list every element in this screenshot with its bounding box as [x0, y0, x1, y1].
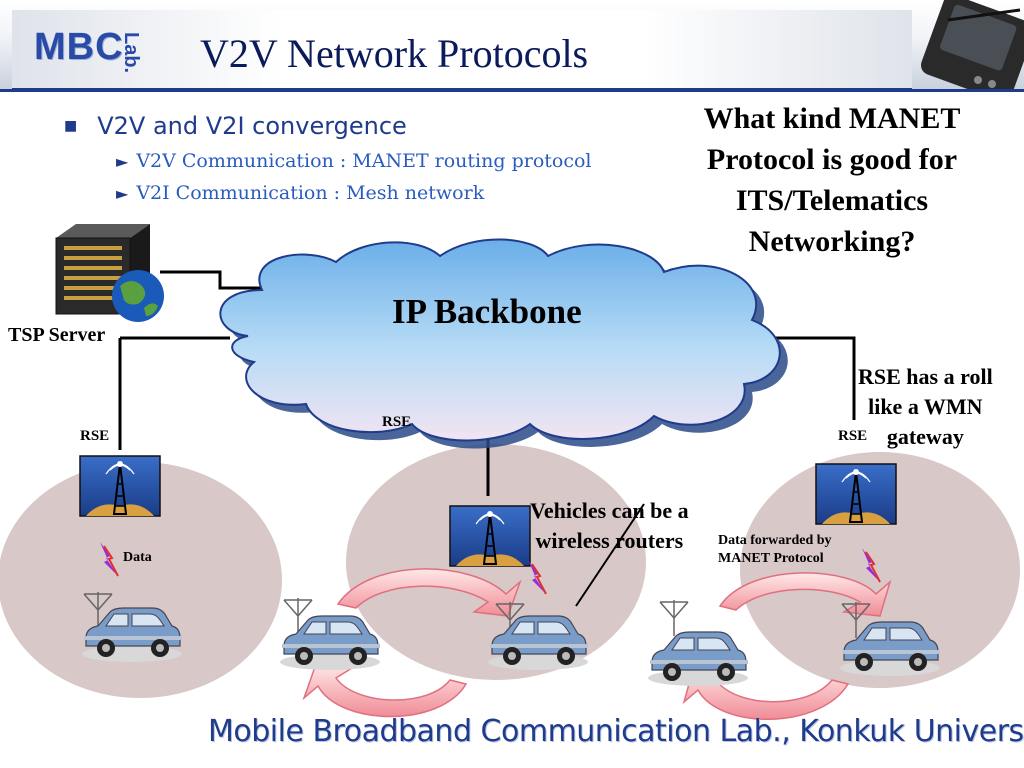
bullet-level2: ► V2I Communication : Mesh network	[116, 182, 484, 204]
ip-backbone-label: IP Backbone	[392, 292, 582, 331]
rse-label: RSE	[382, 414, 412, 430]
ip-backbone-cloud	[219, 238, 788, 449]
server-icon	[55, 224, 164, 322]
bullet-level1-text: V2V and V2I convergence	[97, 112, 407, 140]
footer-letter: B	[312, 714, 333, 749]
footer-word: roadband	[332, 714, 481, 749]
cell-left	[0, 462, 282, 698]
forwarded-note: Data forwarded by MANET Protocol	[718, 532, 832, 568]
cell-right	[740, 452, 1020, 688]
triangle-bullet-icon: ►	[116, 152, 129, 171]
pda-icon	[920, 0, 1024, 92]
bullet-level1: ■ V2V and V2I convergence	[64, 112, 407, 140]
vehicles-note-line: wireless routers	[535, 528, 684, 553]
tsp-server-label: TSP Server	[8, 324, 106, 346]
question-text: What kind MANET Protocol is good for ITS…	[703, 102, 961, 258]
footer-letter: M	[208, 714, 234, 749]
header: MBC Lab. V2V Network Protocols	[0, 0, 1024, 92]
rse-gateway-line: like a WMN	[868, 394, 983, 419]
bullet-level2-text: V2V Communication : MANET routing protoc…	[136, 150, 592, 172]
footer-letter: C	[480, 714, 502, 749]
vehicles-note: Vehicles can be a wireless routers	[530, 496, 689, 556]
rse-label: RSE	[838, 428, 868, 444]
data-label: Data	[123, 550, 152, 565]
bullet-level2-text: V2I Communication : Mesh network	[136, 182, 485, 204]
forwarded-note-line: Data forwarded by	[718, 533, 832, 548]
logo-main: MBC	[34, 26, 124, 68]
mbc-lab-logo: MBC Lab.	[34, 26, 142, 78]
page-title: V2V Network Protocols	[200, 31, 589, 76]
rse-gateway-line: RSE has a roll	[858, 364, 993, 389]
square-bullet-icon: ■	[64, 118, 78, 134]
footer-text: Mobile Broadband Communication Lab., Kon…	[208, 714, 1024, 749]
rse-gateway-line: gateway	[886, 424, 964, 449]
header-underline	[0, 89, 1024, 92]
forwarded-note-line: MANET Protocol	[718, 551, 824, 566]
bullet-level2: ► V2V Communication : MANET routing proto…	[116, 150, 592, 172]
footer-word: obile	[233, 714, 313, 749]
rse-gateway-note: RSE has a roll like a WMN gateway	[858, 362, 993, 452]
triangle-bullet-icon: ►	[116, 184, 129, 203]
footer-word: ommunication Lab., Konkuk University	[500, 714, 1024, 749]
vehicles-note-line: Vehicles can be a	[530, 498, 689, 523]
rse-label: RSE	[80, 428, 110, 444]
